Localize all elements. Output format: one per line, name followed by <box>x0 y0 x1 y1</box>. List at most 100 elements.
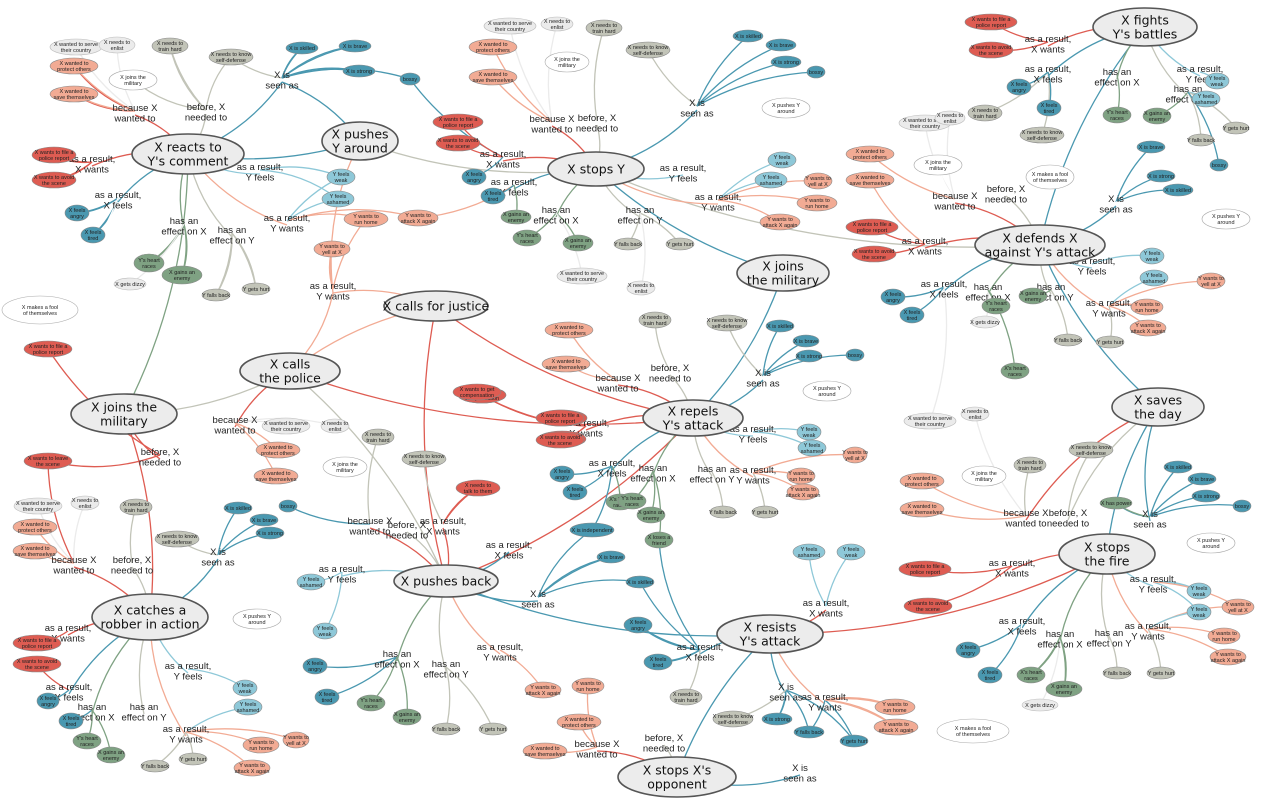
leaf-node[interactable]: Y gets hurt <box>478 722 508 736</box>
leaf-node[interactable]: Y falls back <box>709 505 737 519</box>
leaf-node[interactable]: X is independent <box>569 522 615 538</box>
leaf-node[interactable]: X is brave <box>596 550 626 564</box>
leaf-node[interactable]: Y gets hurt <box>1095 335 1125 349</box>
leaf-node[interactable]: X is skilled <box>765 319 795 333</box>
leaf-node[interactable]: X is brave <box>765 38 797 52</box>
leaf-node[interactable]: Y falls back <box>431 722 461 736</box>
event-node[interactable]: X calls for justice <box>383 290 490 322</box>
leaf-node[interactable]: Y gets hurt <box>241 282 271 296</box>
leaf-node[interactable]: X is brave <box>1187 472 1217 486</box>
leaf-node[interactable]: Y falls back <box>1053 333 1083 347</box>
leaf-node[interactable]: Y gets hurt <box>839 734 869 748</box>
leaf-node[interactable]: X gets dizzy <box>970 315 1000 329</box>
leaf-node[interactable]: Y gets hurt <box>751 505 779 519</box>
leaf-node[interactable]: X has power <box>1099 496 1133 510</box>
leaf-node[interactable]: Y falls back <box>1102 666 1132 680</box>
leaf-node[interactable]: X is brave <box>338 39 372 53</box>
leaf-node[interactable]: Y gets hurt <box>178 752 208 766</box>
leaf-node[interactable]: bossy <box>278 499 298 513</box>
